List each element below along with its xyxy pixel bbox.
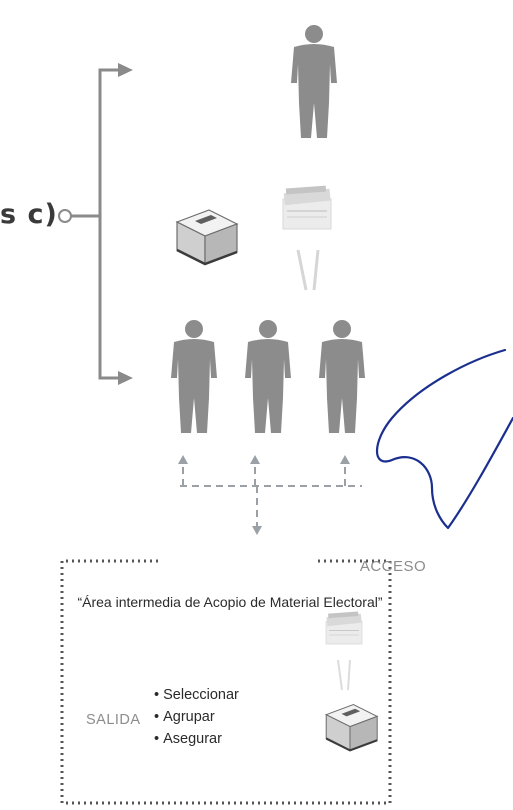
branch-label: s c): [0, 199, 58, 230]
access-connector: [180, 462, 362, 528]
exit-actions-list: Seleccionar Agrupar Asegurar: [154, 684, 239, 750]
arrow-to-single-person-icon: [118, 63, 133, 77]
person-middle-icon: [245, 320, 291, 433]
access-area-box: [60, 559, 392, 805]
person-right-icon: [319, 320, 365, 433]
person-left-icon: [171, 320, 217, 433]
action-item: Asegurar: [154, 728, 239, 750]
handwritten-annotation: [376, 348, 513, 530]
area-name: “Área intermedia de Acopio de Material E…: [77, 594, 383, 610]
action-item: Agrupar: [154, 706, 239, 728]
arrow-to-group-icon: [118, 371, 133, 385]
action-item: Seleccionar: [154, 684, 239, 706]
access-arrow-left-icon: [178, 455, 188, 464]
access-arrow-down-icon: [252, 526, 262, 535]
access-arrow-middle-icon: [250, 455, 260, 464]
exit-title: SALIDA: [86, 712, 141, 728]
area-papers-icon: [325, 611, 363, 645]
access-title: ACCESO: [359, 558, 427, 575]
ballot-box-icon: [175, 208, 239, 266]
person-top-icon: [291, 25, 337, 138]
ballot-papers-icon: [282, 185, 332, 230]
access-arrow-right-icon: [340, 455, 350, 464]
branch-node-icon: [58, 209, 72, 223]
branch-connector: [65, 68, 118, 380]
area-ballot-box-icon: [325, 703, 379, 752]
paper-fade-icon: [296, 249, 320, 291]
area-paper-fade-icon: [337, 659, 351, 691]
